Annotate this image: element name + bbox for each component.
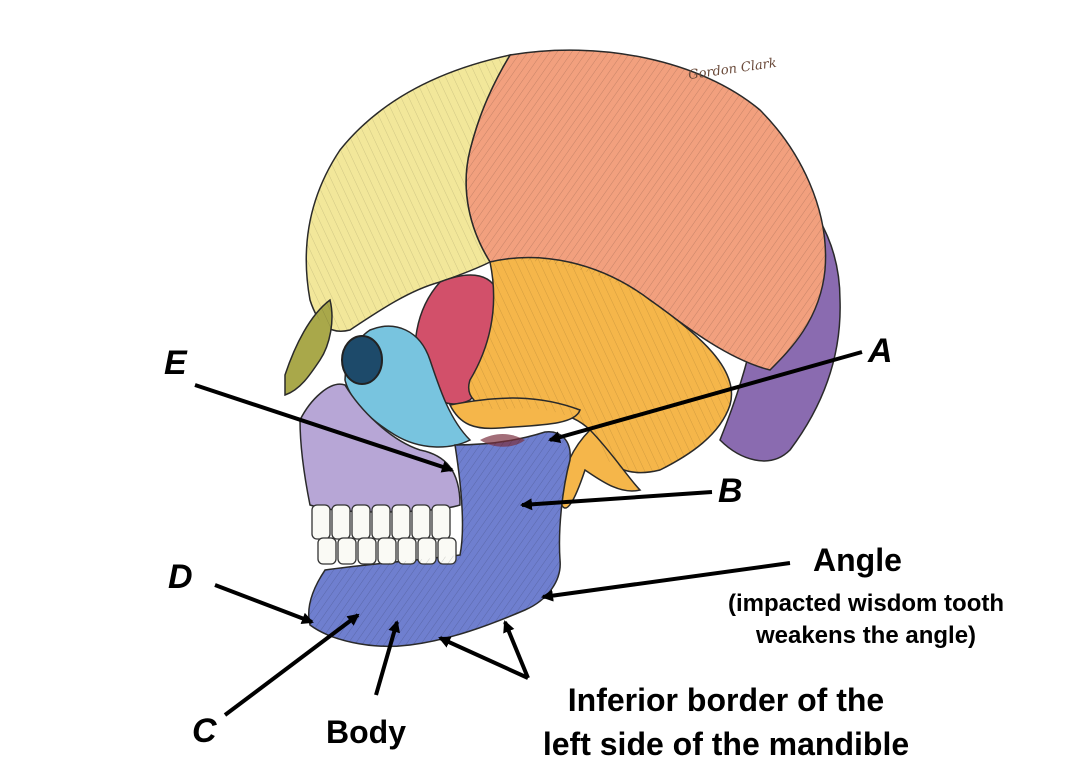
arrow-b [520,490,713,511]
lower-tooth [317,537,337,565]
arrow-body [374,620,401,696]
label-inferior-line-1: Inferior border of the [567,682,885,718]
lower-tooth [337,537,357,565]
lower-tooth [357,537,377,565]
upper-tooth [431,504,451,540]
upper-tooth [311,504,331,540]
label-c: C [192,712,217,750]
teeth [311,504,457,565]
upper-tooth [331,504,351,540]
arrow-angle [541,561,791,602]
label-d: D [168,558,193,596]
label-a: A [868,332,893,370]
orbit [341,335,383,385]
arrow-inferior-2 [503,620,530,679]
upper-tooth [391,504,411,540]
angle-note-line-1: (impacted wisdom tooth [728,590,1004,617]
label-inferior-line-2: left side of the mandible [542,726,910,762]
arrow-c [223,613,360,717]
angle-note-line-2: weakens the angle) [755,622,977,649]
label-b: B [718,472,743,510]
lower-tooth [397,537,417,565]
arrow-a [548,350,863,444]
label-e: E [164,344,187,382]
upper-tooth [371,504,391,540]
upper-tooth [351,504,371,540]
upper-tooth [411,504,431,540]
arrow-inferior-1 [438,636,529,680]
label-body: Body [326,714,406,750]
lower-tooth [377,537,397,565]
arrow-d [214,583,314,625]
arrow-e [194,383,454,473]
label-angle: Angle [813,542,902,578]
